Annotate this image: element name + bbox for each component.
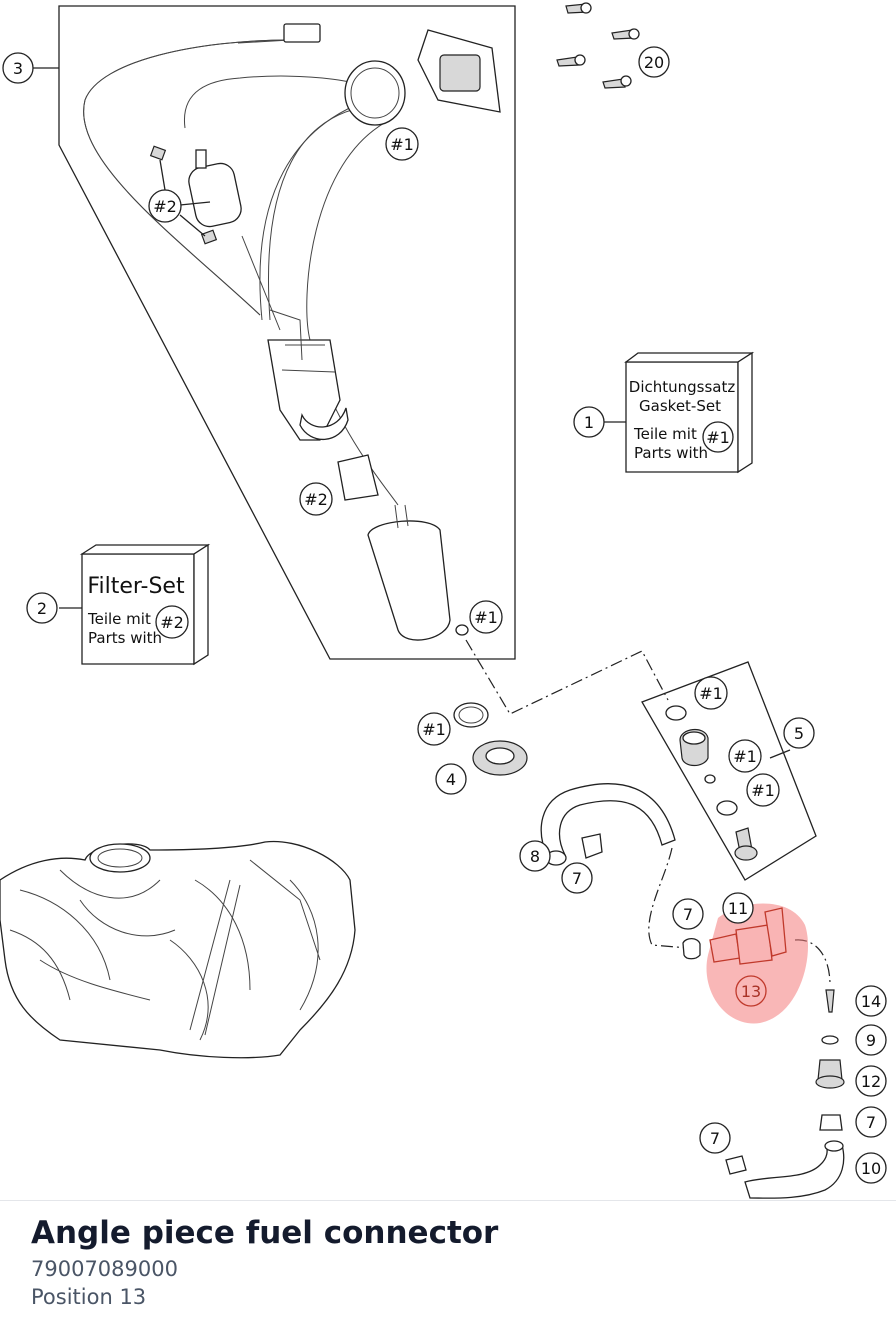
angle-piece-fuel-connector [709,907,787,965]
svg-text:8: 8 [530,847,540,866]
svg-text:7: 7 [683,905,693,924]
callout-hash2-sleeve: #2 [299,482,333,516]
callout-5: 5 [783,717,815,749]
filter-set-line1: Teile mit [87,610,151,628]
gasket-set-title-de: Dichtungssatz [629,378,736,396]
callout-hash1-seal: #1 [417,712,451,746]
pump-flange-gasket [344,60,406,126]
svg-text:#1: #1 [390,135,414,154]
callout-2: 2 [26,592,58,624]
callout-hash1-kit5-mid: #1 [728,739,762,773]
part-position: Position 13 [31,1285,147,1309]
svg-text:1: 1 [584,413,594,432]
svg-text:7: 7 [572,869,582,888]
callout-14: 14 [855,985,887,1017]
svg-text:12: 12 [861,1072,881,1091]
callout-11: 11 [722,892,754,924]
svg-text:#2: #2 [153,197,177,216]
callout-hash1-pump: #1 [469,600,503,634]
clamp-7c [819,1114,843,1131]
callout-7-hose: 7 [561,862,593,894]
callout-8: 8 [519,840,551,872]
svg-text:13: 13 [741,982,761,1001]
hose-8 [540,783,676,859]
screw-14 [825,989,835,1013]
svg-text:7: 7 [710,1129,720,1148]
filter-set-title: Filter-Set [87,574,185,599]
callout-hash1-flange: #1 [385,127,419,161]
filter-set-ref: #2 [160,613,184,632]
callout-4: 4 [435,763,467,795]
fuel-pump-housing [267,339,341,441]
electrical-plug [283,23,321,43]
svg-text:7: 7 [866,1113,876,1132]
gasket-set-title-en: Gasket-Set [639,397,721,415]
assembly-5-frame [641,661,817,881]
callout-13: 13 [735,975,767,1007]
part-title: Angle piece fuel connector [31,1215,499,1251]
highlight-blob-13 [706,903,808,1024]
pump-sleeve [337,454,379,501]
callout-7-connector: 7 [672,898,704,930]
svg-text:3: 3 [13,59,23,78]
callout-20: 20 [638,46,670,78]
clamp-7b [682,937,701,960]
fuel-line-path [465,639,669,715]
gasket-set-line2: Parts with [634,444,708,462]
fuel-tank [0,840,356,1059]
part-caption: Angle piece fuel connector 79007089000 P… [0,1200,896,1336]
callout-7-right: 7 [855,1106,887,1138]
svg-text:#1: #1 [699,684,723,703]
inline-fuel-filter [188,162,242,228]
filter-set-line2: Parts with [88,629,162,647]
gasket-set-ref: #1 [706,428,730,447]
svg-text:10: 10 [861,1159,881,1178]
callout-9: 9 [855,1024,887,1056]
svg-text:20: 20 [644,53,664,72]
assembly-3-frame [58,5,516,660]
svg-text:4: 4 [446,770,456,789]
exploded-parts-diagram: Dichtungssatz Gasket-Set Teile mit Parts… [0,2,887,1199]
svg-text:#1: #1 [733,747,757,766]
clamp-7d [725,1155,747,1175]
callout-hash1-kit5-top: #1 [694,676,728,710]
callout-hash1-kit5-low: #1 [746,773,780,807]
gasket-set-box: Dichtungssatz Gasket-Set Teile mit Parts… [624,351,755,474]
svg-text:#2: #2 [304,490,328,509]
callout-hash2-filter: #2 [148,189,182,223]
svg-text:11: 11 [728,899,748,918]
part-number: 79007089000 [31,1257,178,1281]
svg-text:#1: #1 [422,720,446,739]
screw-set-20 [556,2,640,89]
callout-12: 12 [855,1065,887,1097]
svg-text:#1: #1 [751,781,775,800]
callout-3: 3 [2,52,34,84]
callout-1: 1 [573,406,605,438]
svg-text:14: 14 [861,992,881,1011]
callout-10: 10 [855,1152,887,1184]
svg-text:5: 5 [794,724,804,743]
clamp-7a [581,833,603,859]
fuel-pump-lower [367,520,451,641]
o-ring-9 [821,1035,839,1045]
svg-text:9: 9 [866,1031,876,1050]
svg-text:2: 2 [37,599,47,618]
hose-10 [744,1144,845,1199]
gasket-set-line1: Teile mit [633,425,697,443]
callout-7-lower: 7 [699,1122,731,1154]
filter-set-box: Filter-Set Teile mit Parts with #2 [79,543,211,666]
svg-text:#1: #1 [474,608,498,627]
